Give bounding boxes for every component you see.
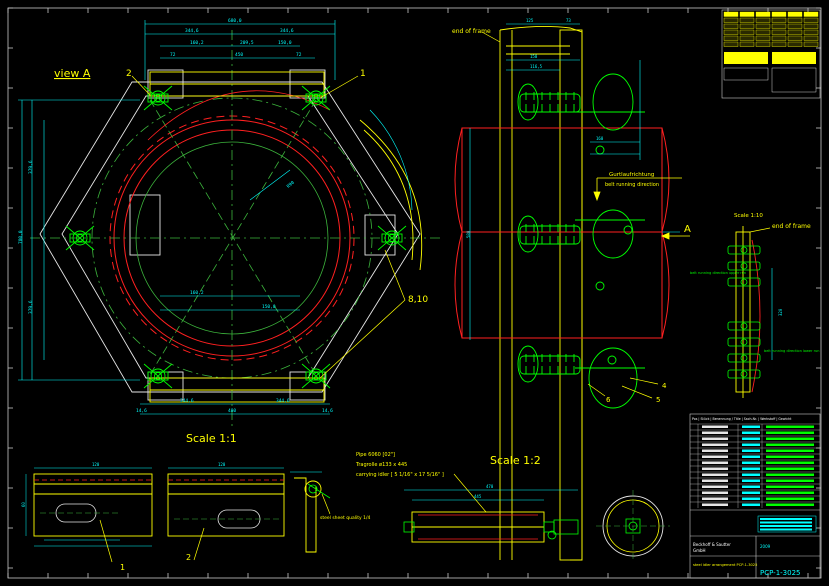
dim-top-overall: 680,0 — [228, 18, 242, 24]
scale-1-10-label: Scale 1:10 — [734, 213, 763, 219]
detail-part-1 — [25, 467, 153, 563]
belt-direction-de: Gurtlaufrichtung — [609, 172, 654, 178]
dim-top-sub-2: 344,6 — [280, 28, 294, 34]
item-label-4: 4 — [662, 382, 667, 390]
end-of-frame-top-label: end of frame — [452, 28, 491, 35]
company-name-1: Beckhoff & Sautter — [693, 542, 731, 547]
dim-top-small-1: 72 — [170, 52, 176, 58]
dim-top-small-2: 450 — [235, 52, 243, 58]
scale-1-10-detail — [727, 226, 773, 398]
dim-left-sub-2: 379,6 — [28, 300, 34, 314]
item-label-5: 5 — [656, 396, 660, 404]
item-label-8-10: 8,10 — [408, 295, 428, 305]
item-label-2: 2 — [126, 69, 132, 79]
dim-detail-h: 60 — [21, 502, 26, 507]
hexagon-view — [18, 20, 440, 430]
idler-end-view — [596, 490, 670, 562]
dim-left-sub-1: 379,6 — [28, 160, 34, 174]
end-of-frame-right-label: end of frame — [772, 223, 811, 230]
dim-bottom-right: 14,6 — [322, 408, 333, 414]
dim-left-overall: 780,0 — [18, 230, 24, 244]
dim-side-top-1: 125 — [526, 18, 534, 23]
item-label-6: 6 — [606, 396, 611, 404]
company-name-2: GmbH — [693, 548, 706, 553]
belt-direction-en: belt running direction — [605, 182, 659, 188]
dim-side-top-2: 73 — [566, 18, 571, 23]
hex-bolt-clusters — [65, 85, 407, 389]
dim-side-right: 160 — [596, 136, 604, 141]
dim-bottom-left: 14,6 — [136, 408, 147, 414]
dim-bottom-overall: 480 — [228, 408, 236, 414]
dim-idler-len-1: 470 — [486, 484, 494, 489]
frame-ticks — [7, 7, 821, 578]
dim-side-small: 116,5 — [530, 64, 543, 69]
dim-radius: R90 — [286, 180, 296, 190]
idler-detail — [403, 473, 579, 543]
dim-top-small-3: 72 — [296, 52, 302, 58]
upper-run-note: belt running direction upper run — [690, 271, 746, 275]
shrinking-label: steel sheet quality 1/4 — [320, 515, 370, 521]
view-a-label: view A — [54, 67, 91, 80]
dim-idler-len-2: 445 — [474, 494, 482, 499]
scale-1-1-label: Scale 1:1 — [186, 432, 237, 445]
drawing-number: PCP-1-3025 — [760, 569, 801, 577]
dim-side-height: 580 — [466, 230, 471, 238]
detail-1-label: 1 — [120, 563, 125, 572]
arrow-a-label: A — [684, 224, 691, 235]
dim-top-inner-1: 160,2 — [190, 40, 204, 46]
scale-1-2-label: Scale 1:2 — [490, 454, 541, 467]
dim-side-width: 150 — [530, 54, 538, 59]
detail-bracket-profile — [290, 471, 331, 553]
dim-bottom-sub-1: 344,6 — [180, 398, 194, 404]
carrying-idler-label: carrying idler [ 5 1/16" x 17 5/16" ] — [356, 472, 444, 478]
detail-part-2 — [167, 467, 285, 561]
side-view — [454, 23, 690, 561]
drawing-date: 2009 — [760, 544, 771, 549]
lower-run-note: belt running direction lower run — [764, 349, 819, 353]
dim-detail-width-1: 120 — [92, 462, 100, 467]
dim-bottom-inner-1: 160,2 — [190, 290, 204, 296]
tragrolle-label: Tragrolle ø133 x 445 — [355, 462, 407, 468]
item-label-1: 1 — [360, 69, 366, 79]
detail-2-label: 2 — [186, 553, 191, 562]
dim-detail-width-2: 120 — [218, 462, 226, 467]
title-block — [689, 413, 821, 579]
dim-top-inner-3: 150,0 — [278, 40, 292, 46]
drawing-frame — [7, 7, 822, 579]
dim-bottom-sub-2: 344,6 — [276, 398, 290, 404]
dim-top-inner-2: 209,5 — [240, 40, 254, 46]
pipe-spec-label: Pipe 6060 [02"] — [356, 452, 395, 458]
revision-table — [721, 9, 821, 99]
dim-right-detail: 320 — [778, 308, 783, 316]
dim-top-sub-1: 344,6 — [185, 28, 199, 34]
dim-bottom-inner-2: 150,0 — [262, 304, 276, 310]
drawing-description: steel idler arrangement PCP-1-3025 — [693, 563, 757, 567]
parts-list-header: Pos | Stück | Benennung / Title | Sach-N… — [692, 417, 792, 421]
